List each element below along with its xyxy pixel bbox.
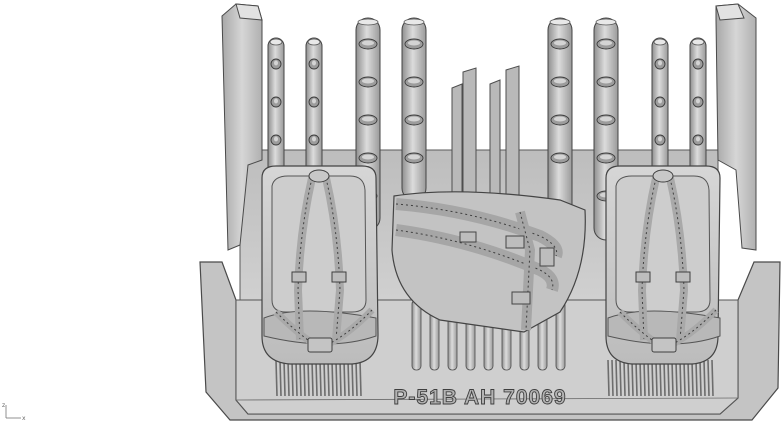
bristle — [331, 359, 334, 397]
left-seat-harness — [273, 169, 375, 353]
bristle — [287, 359, 290, 397]
tube-post — [689, 37, 707, 176]
tube-post — [651, 37, 669, 176]
bristle — [335, 359, 338, 397]
bristle — [643, 359, 646, 397]
bristle — [707, 359, 710, 397]
bristle — [307, 359, 310, 397]
bristle — [343, 359, 346, 397]
bristle — [347, 359, 350, 397]
left-side-wall — [221, 3, 263, 251]
bristle — [623, 359, 626, 397]
bristle — [615, 359, 618, 397]
bristle — [699, 359, 702, 397]
right-seat — [605, 165, 721, 365]
bristle — [619, 359, 622, 397]
tube-post — [305, 37, 323, 176]
embossed-part-number: P-51B AH 70069 — [393, 386, 566, 409]
bristle — [655, 359, 658, 397]
bristle — [683, 359, 686, 397]
left-seat-fringe — [275, 359, 362, 397]
bristle — [651, 359, 654, 397]
bristle — [703, 359, 706, 397]
x-axis-label: x — [22, 415, 26, 422]
tube-post — [267, 37, 285, 176]
bristle — [647, 359, 650, 397]
bristle — [711, 359, 714, 397]
tube-post — [547, 17, 573, 221]
right-seat-harness — [617, 169, 719, 353]
right-seat-fringe — [607, 359, 714, 397]
bristle — [303, 359, 306, 397]
bristle — [323, 359, 326, 397]
bristle — [679, 359, 682, 397]
bristle — [639, 359, 642, 397]
left-seat — [261, 165, 379, 365]
bristle — [351, 359, 354, 397]
center-harness — [391, 191, 586, 333]
bristle — [283, 359, 286, 397]
tube-post — [401, 17, 427, 201]
bristle — [695, 359, 698, 397]
bristle — [315, 359, 318, 397]
bristle — [627, 359, 630, 397]
bristle — [663, 359, 666, 397]
tube-posts — [267, 17, 707, 241]
bristle — [631, 359, 634, 397]
bristle — [291, 359, 294, 397]
bristle — [671, 359, 674, 397]
axis-triad: x z — [2, 400, 32, 424]
axis-triad-icon — [5, 405, 21, 419]
bristle — [607, 359, 610, 397]
bristle — [295, 359, 298, 397]
bristle — [279, 359, 282, 397]
bristle — [611, 359, 614, 397]
bristle — [691, 359, 694, 397]
bristle — [319, 359, 322, 397]
bristle — [635, 359, 638, 397]
bristle — [327, 359, 330, 397]
bristle — [299, 359, 302, 397]
bristle — [687, 359, 690, 397]
bristle — [659, 359, 662, 397]
bristle — [339, 359, 342, 397]
strut — [411, 299, 422, 371]
bristle — [675, 359, 678, 397]
bristle — [359, 359, 362, 397]
bristle — [311, 359, 314, 397]
z-axis-label: z — [2, 402, 6, 409]
right-side-wall — [715, 3, 757, 251]
bristle — [275, 359, 278, 397]
bristle — [667, 359, 670, 397]
bristle — [355, 359, 358, 397]
